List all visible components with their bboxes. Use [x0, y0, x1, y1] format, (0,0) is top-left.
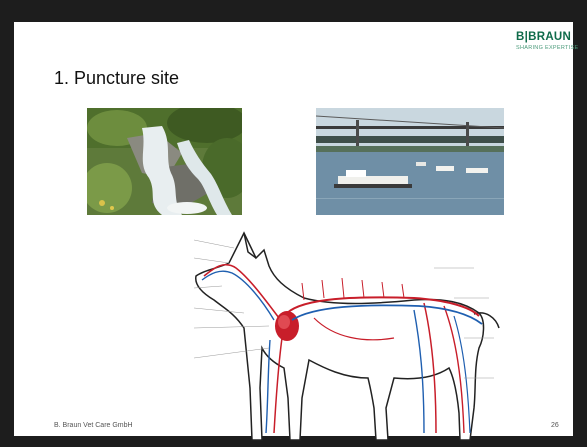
footer-company: B. Braun Vet Care GmbH [54, 422, 133, 429]
river-bridge-photo [316, 108, 504, 215]
slide-title: 1. Puncture site [54, 68, 179, 89]
bbraun-logo: B|BRAUN SHARING EXPERTISE [516, 31, 576, 59]
waterfall-photo [87, 108, 242, 215]
brand-tagline: SHARING EXPERTISE [516, 45, 578, 51]
window-frame-left [0, 0, 14, 447]
waterfall-image [87, 108, 242, 215]
window-frame-right [573, 0, 587, 447]
window-frame-top [0, 0, 587, 22]
page-number: 26 [551, 422, 559, 429]
dog-anatomy-diagram [174, 228, 502, 442]
river-image [316, 108, 504, 215]
brand-name: B|BRAUN [516, 31, 571, 43]
dog-circulatory-illustration [174, 228, 502, 442]
